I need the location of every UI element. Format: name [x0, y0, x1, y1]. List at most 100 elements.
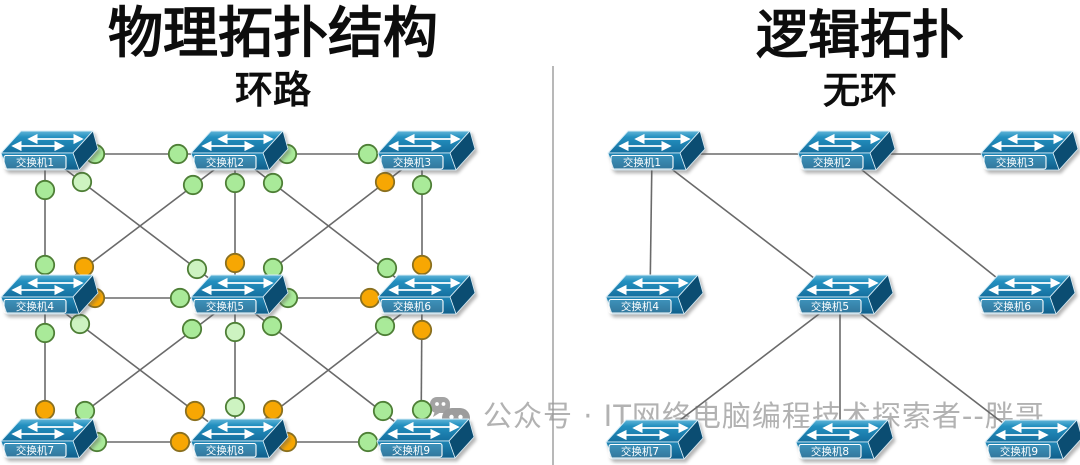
switch-front-face [980, 152, 1060, 171]
port-blocking-dot [411, 319, 433, 341]
switch-label: 交换机9 [392, 444, 430, 457]
switch-label-plate [798, 443, 862, 459]
switch-front-face [605, 441, 685, 460]
port-forwarding-dot [224, 396, 246, 418]
port-blocking-dot [34, 399, 56, 421]
switch-2[interactable]: 交换机2 [797, 130, 896, 171]
switch-front-face [190, 152, 270, 171]
switch-front-face [607, 152, 687, 171]
switch-6[interactable]: 交换机6 [977, 274, 1076, 315]
switch-front-face [797, 152, 877, 171]
switch-label: 交换机9 [1000, 445, 1038, 458]
link-2-4 [44, 153, 236, 299]
port-blocking-dot [411, 254, 433, 276]
switch-label-plate [3, 442, 67, 458]
port-forwarding-dot [181, 318, 203, 340]
switch-1[interactable]: 交换机1 [607, 130, 706, 171]
switch-label-plate [193, 298, 257, 314]
switch-4[interactable]: 交换机4 [0, 274, 99, 315]
link-1-5 [651, 153, 841, 299]
switch-label: 交换机6 [393, 300, 431, 313]
port-blocking-dot [73, 256, 95, 278]
switch-front-face [376, 440, 456, 459]
port-forwarding-dot [186, 258, 208, 280]
switch-label: 交换机5 [811, 300, 849, 313]
switch-label-plate [379, 442, 443, 458]
port-blocking-dot [184, 400, 206, 422]
switch-label-plate [608, 298, 672, 314]
switch-label: 交换机1 [16, 156, 54, 169]
switch-8[interactable]: 交换机8 [190, 418, 289, 459]
switch-label-plate [800, 154, 864, 170]
switch-9[interactable]: 交换机9 [376, 418, 475, 459]
watermark-text: 公众号 · IT网络电脑编程技术探索者--胖哥 [483, 399, 1045, 433]
port-forwarding-dot [357, 143, 379, 165]
switch-label-plate [380, 298, 444, 314]
port-forwarding-dot [262, 172, 284, 194]
switch-front-face [0, 152, 80, 171]
port-forwarding-dot [34, 179, 56, 201]
switch-label: 交换机2 [813, 156, 851, 169]
port-forwarding-dot [224, 172, 246, 194]
port-forwarding-dot [411, 174, 433, 196]
switch-5[interactable]: 交换机5 [795, 274, 894, 315]
switch-front-face [190, 296, 270, 315]
switch-label: 交换机8 [811, 445, 849, 458]
port-blocking-dot [224, 252, 246, 274]
port-forwarding-dot [169, 287, 191, 309]
port-blocking-dot [374, 171, 396, 193]
switch-label: 交换机4 [16, 300, 54, 313]
port-blocking-dot [169, 431, 191, 453]
switch-label: 交换机7 [621, 445, 659, 458]
link-2-6 [841, 153, 1023, 299]
switch-label: 交换机2 [206, 156, 244, 169]
port-forwarding-dot [74, 400, 96, 422]
switch-label-plate [610, 154, 674, 170]
port-forwarding-dot [34, 322, 56, 344]
switch-label-plate [798, 298, 862, 314]
switch-front-face [0, 296, 80, 315]
switch-3[interactable]: 交换机3 [980, 130, 1079, 171]
switch-label: 交换机1 [623, 156, 661, 169]
switch-label-plate [3, 154, 67, 170]
switch-8[interactable]: 交换机8 [795, 419, 894, 460]
switch-7[interactable]: 交换机7 [0, 418, 99, 459]
switch-front-face [605, 296, 685, 315]
switch-label: 交换机5 [206, 300, 244, 313]
link-1-4 [649, 153, 653, 299]
switch-label: 交换机4 [621, 300, 659, 313]
switch-6[interactable]: 交换机6 [377, 274, 476, 315]
logical-topology-title: 逻辑拓扑 [755, 6, 964, 66]
port-forwarding-dot [262, 257, 284, 279]
switch-label-plate [380, 154, 444, 170]
port-blocking-dot [359, 287, 381, 309]
switch-3[interactable]: 交换机3 [377, 130, 476, 171]
port-blocking-dot [262, 399, 284, 421]
port-forwarding-dot [261, 315, 283, 337]
switch-label: 交换机7 [16, 444, 54, 457]
switch-label: 交换机3 [996, 156, 1034, 169]
switch-1[interactable]: 交换机1 [0, 130, 99, 171]
port-forwarding-dot [357, 431, 379, 453]
switch-5[interactable]: 交换机5 [190, 274, 289, 315]
link-5-7 [44, 297, 236, 443]
switch-front-face [795, 441, 875, 460]
switch-label-plate [193, 442, 257, 458]
switch-2[interactable]: 交换机2 [190, 130, 289, 171]
switch-label-plate [3, 298, 67, 314]
port-forwarding-dot [411, 399, 433, 421]
physical-topology-title: 物理拓扑结构 [107, 1, 438, 65]
port-forwarding-dot [71, 171, 93, 193]
switch-4[interactable]: 交换机4 [605, 274, 704, 315]
switch-9[interactable]: 交换机9 [984, 419, 1080, 460]
physical-topology-panel: 交换机1 交换机2 交换机3 交换机4 交换机5 交换机6 交换机7 交换机8 交换机9 [0, 130, 476, 459]
logical-topology-subtitle: 无环 [823, 69, 897, 112]
switch-front-face [977, 296, 1057, 315]
switch-label-plate [983, 154, 1047, 170]
link-5-7 [649, 297, 841, 444]
switch-front-face [984, 441, 1064, 460]
switch-label-plate [608, 443, 672, 459]
port-forwarding-dot [374, 315, 396, 337]
switch-7[interactable]: 交换机7 [605, 419, 704, 460]
physical-topology-subtitle: 环路 [234, 68, 311, 112]
